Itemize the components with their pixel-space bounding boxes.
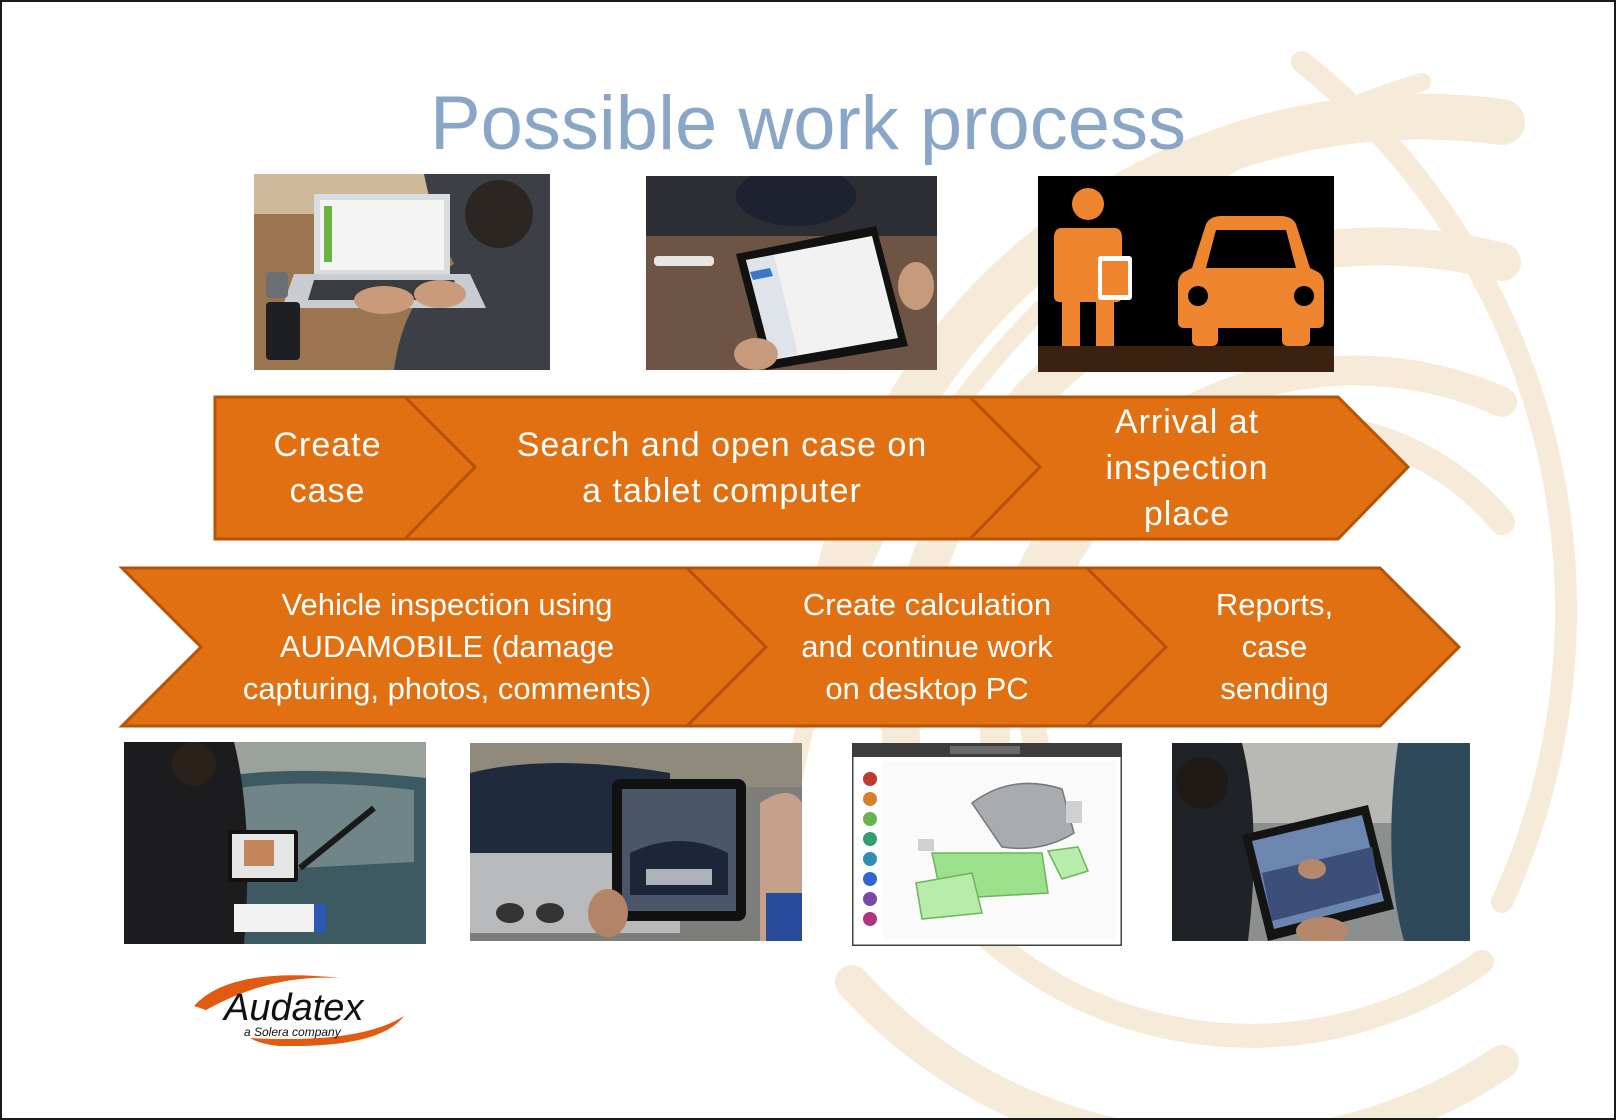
tablet-report-photo [1172, 743, 1470, 941]
slide-title: Possible work process [429, 81, 1187, 166]
step-reports-arrow [1083, 566, 1462, 728]
car-inspection-photo [124, 742, 426, 944]
svg-text:Audatex: Audatex [222, 987, 365, 1029]
step-arrival-arrow [966, 395, 1411, 541]
step-arrival-label: Arrival at inspection place [1105, 403, 1269, 533]
svg-text:a Solera company: a Solera company [244, 1025, 342, 1039]
inspector-car-icon [1038, 176, 1334, 372]
tablet-meeting-photo [646, 176, 937, 370]
step-create-case-label: Create case [273, 426, 382, 510]
step-search-open-label: Search and open case on a tablet compute… [516, 426, 928, 510]
step-create-calculation-label: Create calculation and continue work on … [801, 587, 1053, 706]
audatex-logo: Audatex a Solera company [190, 972, 420, 1047]
step-vehicle-inspection-label: Vehicle inspection using AUDAMOBILE (dam… [242, 587, 652, 706]
desktop-calculation-screenshot [852, 743, 1122, 946]
step-reports-label: Reports, case sending [1215, 587, 1334, 706]
laptop-photo [254, 174, 550, 370]
tablet-photo-capture-photo [470, 743, 802, 941]
